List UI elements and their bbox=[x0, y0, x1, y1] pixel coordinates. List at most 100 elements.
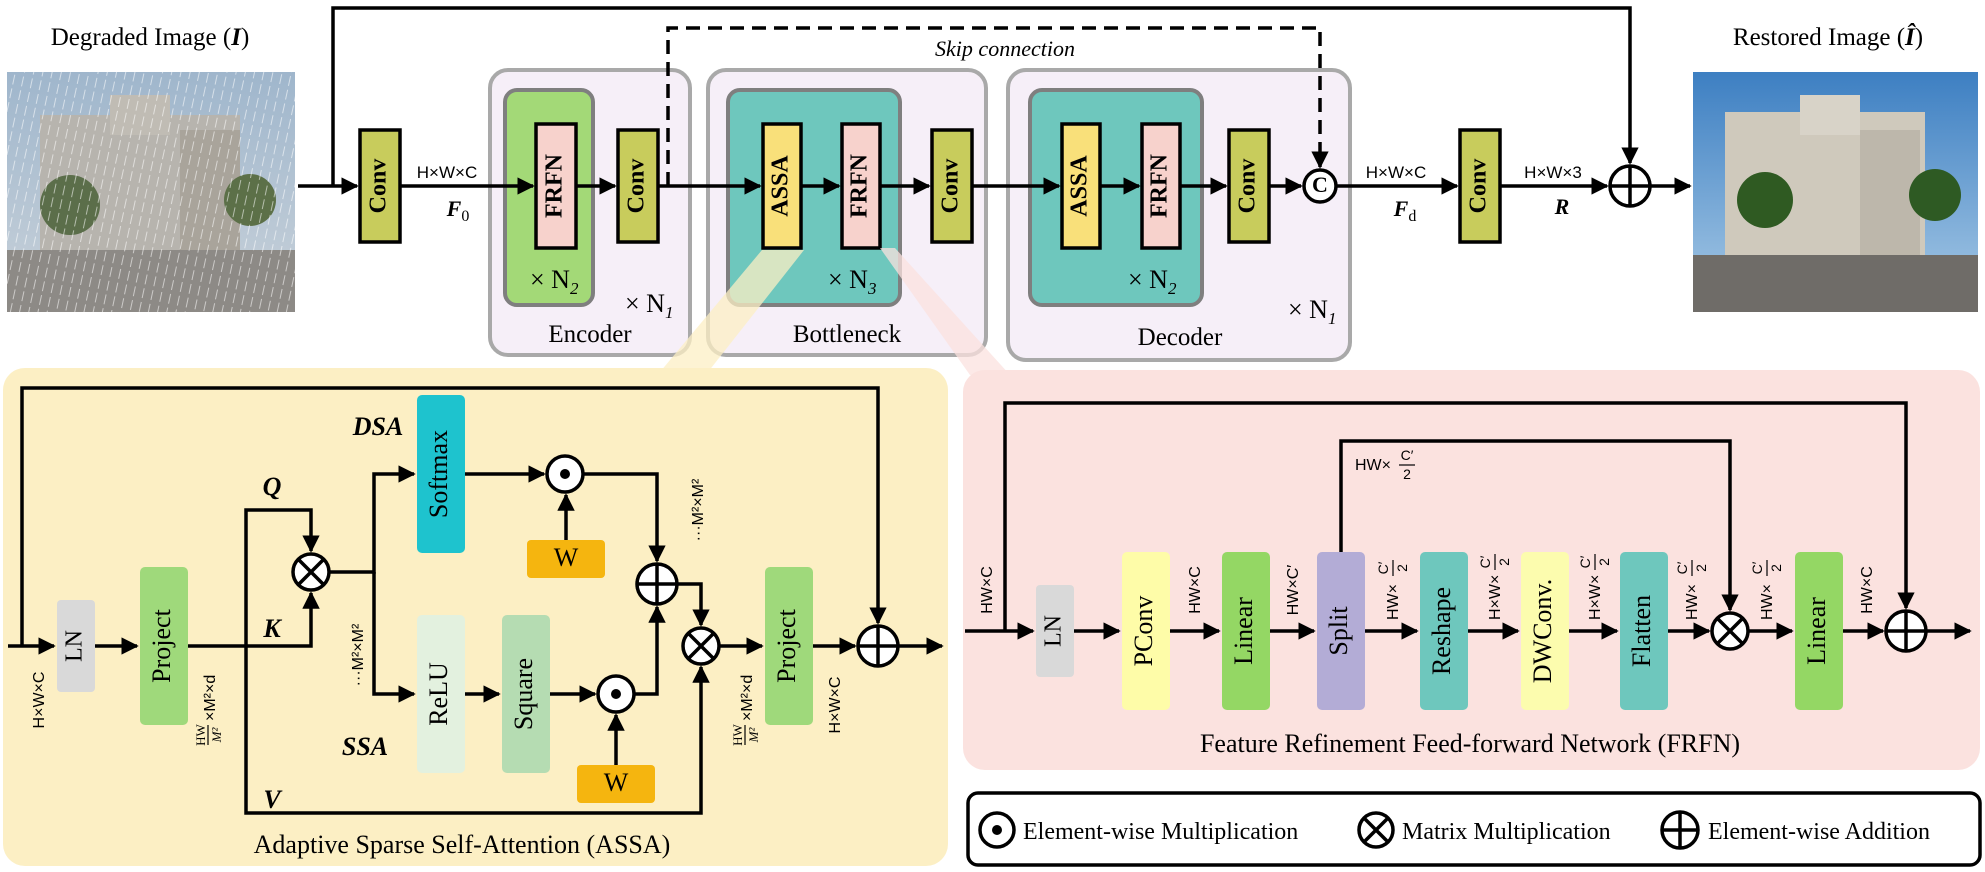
frac-num: HW bbox=[193, 723, 208, 745]
restored-image bbox=[1693, 72, 1978, 312]
decoder-label: Decoder bbox=[1138, 324, 1223, 351]
project-label: Project bbox=[147, 608, 176, 682]
assa-arrows bbox=[8, 386, 944, 815]
conv-label: Conv bbox=[624, 159, 650, 214]
frac-den: M² bbox=[209, 727, 224, 744]
w-label: W bbox=[554, 543, 579, 572]
frac-num: HW bbox=[730, 723, 745, 745]
conv-label: Conv bbox=[1235, 159, 1261, 214]
frfn-dim-out: HW×C bbox=[1859, 566, 1876, 614]
qk-matmul-node bbox=[291, 552, 331, 592]
flatten-block bbox=[1620, 552, 1668, 710]
assa-residual-add-node bbox=[856, 624, 900, 668]
restored-image-label: Restored Image (Î) bbox=[1733, 23, 1923, 51]
frfn-ln-block bbox=[1036, 585, 1074, 677]
frac-num: C′ bbox=[1674, 561, 1690, 574]
frfn-dim-after-dwconv: H×W× C′ 2 bbox=[1577, 554, 1612, 620]
encoder-n1-label: × N1 bbox=[625, 289, 673, 322]
legend-elementwise-mult-icon bbox=[978, 811, 1016, 849]
project-label: Project bbox=[772, 608, 801, 682]
frac-den: 2 bbox=[1596, 558, 1612, 566]
v-label: V bbox=[263, 785, 283, 814]
dim-prefix: H×W× bbox=[1587, 575, 1604, 620]
frfn-arrows bbox=[965, 401, 1972, 640]
assa-dim-proj-in: HW M² ×M²×d bbox=[193, 675, 224, 746]
r-label: R bbox=[1554, 194, 1570, 219]
assa-blocks: LN Project Softmax ReLU Square W W Proje… bbox=[57, 395, 900, 803]
reshape-block bbox=[1420, 552, 1468, 710]
k-label: K bbox=[262, 614, 282, 643]
skip-connection-label: Skip connection bbox=[935, 36, 1075, 61]
frfn-residual-add-node bbox=[1884, 609, 1928, 653]
frfn-label: FRFN bbox=[847, 153, 873, 218]
frfn-matmul-node bbox=[1710, 611, 1750, 651]
degraded-image-group: Degraded Image (I) bbox=[7, 24, 295, 312]
frac-num: C′ bbox=[1375, 561, 1391, 574]
dim-label-top-3: H×W×3 bbox=[1524, 163, 1582, 182]
frac-den: 2 bbox=[1394, 564, 1410, 572]
assa-project-out bbox=[765, 567, 813, 725]
legend-matrix-mult-icon bbox=[1357, 811, 1395, 849]
f0-label: F0 bbox=[446, 196, 470, 225]
top-arrows bbox=[298, 6, 1692, 195]
dwconv-block bbox=[1521, 552, 1569, 710]
dim-prefix: HW× bbox=[1355, 457, 1391, 474]
frac-den: 2 bbox=[1496, 558, 1512, 566]
ln-label: LN bbox=[1041, 615, 1067, 647]
frfn-label: FRFN bbox=[542, 153, 568, 218]
q-label: Q bbox=[263, 472, 282, 501]
relu-block bbox=[417, 615, 465, 773]
degraded-image-label: Degraded Image (I) bbox=[51, 24, 250, 51]
frfn-panel bbox=[963, 370, 1980, 770]
legend-elementwise-add-label: Element-wise Addition bbox=[1708, 819, 1930, 845]
dim-label-top-2: H×W×C bbox=[1366, 163, 1426, 182]
assa-panel bbox=[3, 368, 948, 866]
frac-num: C′ bbox=[1477, 555, 1493, 568]
bottleneck-label: Bottleneck bbox=[793, 321, 902, 348]
linear-block-1 bbox=[1222, 552, 1270, 710]
dim-label-top-1: H×W×C bbox=[417, 163, 477, 182]
assa-dim-in: H×W×C bbox=[31, 672, 48, 729]
frfn-dim-after-reshape: H×W× C′ 2 bbox=[1477, 554, 1512, 620]
dim-prefix: HW× bbox=[1684, 584, 1701, 620]
frac-rest: ×M²×d bbox=[202, 675, 219, 721]
assa-dim-m2-a: ···M²×M² bbox=[350, 623, 367, 686]
restored-image-group: Restored Image (Î) bbox=[1693, 23, 1978, 312]
assa-dim-proj-out: HW M² ×M²×d bbox=[730, 675, 761, 746]
legend-box bbox=[966, 791, 1982, 867]
decoder-n1-label: × N1 bbox=[1288, 295, 1336, 328]
relu-label: ReLU bbox=[424, 662, 453, 726]
frac-den: 2 bbox=[1693, 564, 1709, 572]
flatten-label: Flatten bbox=[1627, 595, 1656, 667]
frfn-dim-after-flatten: HW× C′ 2 bbox=[1674, 560, 1709, 620]
dim-prefix: HW× bbox=[1759, 584, 1776, 620]
linear-label: Linear bbox=[1229, 597, 1258, 665]
attention-add-node bbox=[635, 562, 679, 606]
frac-rest: ×M²×d bbox=[739, 675, 756, 721]
w-block-dsa bbox=[527, 540, 605, 578]
square-block bbox=[502, 615, 550, 773]
conv-block-in bbox=[358, 128, 402, 244]
pconv-label: PConv bbox=[1129, 596, 1158, 667]
frfn-dim-after-split: HW× C′ 2 bbox=[1375, 560, 1410, 620]
dsa-label: DSA bbox=[352, 412, 404, 441]
decoder-conv-block bbox=[1227, 128, 1271, 244]
split-label: Split bbox=[1324, 606, 1353, 656]
frfn-dim-after-matmul: HW× C′ 2 bbox=[1749, 560, 1784, 620]
frac-num: C′ bbox=[1577, 555, 1593, 568]
assa-label: ASSA bbox=[768, 155, 794, 217]
w-block-ssa bbox=[577, 765, 655, 803]
ssa-mult-node bbox=[596, 674, 636, 714]
frfn-dim-linear: HW×C′ bbox=[1285, 565, 1302, 616]
pconv-block bbox=[1122, 552, 1170, 710]
decoder-n2-label: × N2 bbox=[1128, 265, 1177, 298]
dim-prefix: H×W× bbox=[1487, 575, 1504, 620]
split-block bbox=[1317, 552, 1365, 710]
square-label: Square bbox=[509, 658, 538, 730]
frac-den: M² bbox=[746, 727, 761, 744]
legend-elementwise-mult-label: Element-wise Multiplication bbox=[1023, 819, 1298, 845]
conv-label: Conv bbox=[938, 159, 964, 214]
linear-block-2 bbox=[1795, 552, 1843, 710]
v-matmul-node bbox=[681, 626, 721, 666]
